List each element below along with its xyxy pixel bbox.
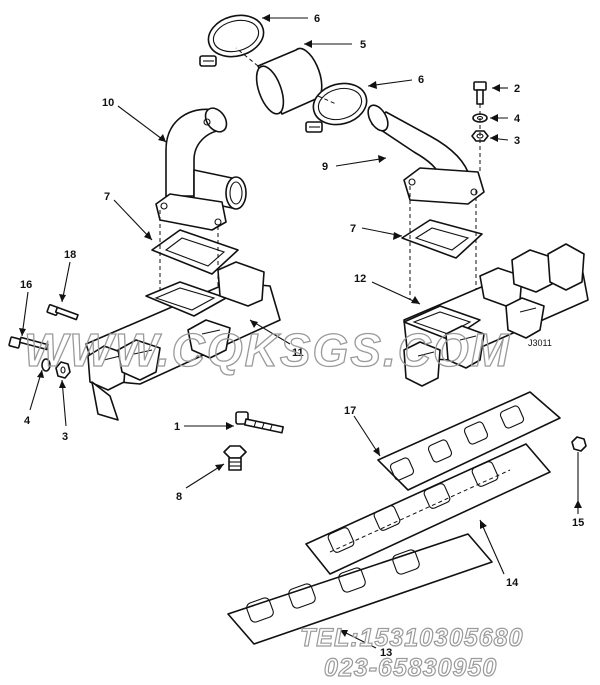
callout-3b: 3 xyxy=(62,431,68,443)
exhaust-manifold-right xyxy=(403,243,589,387)
callout-16: 16 xyxy=(20,279,32,291)
callout-4a: 4 xyxy=(514,113,521,125)
callout-13: 13 xyxy=(380,647,392,659)
bolt-15 xyxy=(571,436,587,500)
callout-10: 10 xyxy=(102,97,114,109)
arrowheads xyxy=(19,14,582,637)
bolt-1 xyxy=(235,411,284,434)
callout-17: 17 xyxy=(344,405,356,417)
callout-14: 14 xyxy=(506,577,519,589)
gasket-plate-13 xyxy=(227,533,493,645)
gasket-left xyxy=(151,229,239,275)
callout-18: 18 xyxy=(64,249,76,261)
callout-8: 8 xyxy=(176,491,182,503)
callout-11: 11 xyxy=(292,347,304,359)
callout-7b: 7 xyxy=(350,223,356,235)
bolt-18 xyxy=(46,304,79,321)
callout-5: 5 xyxy=(360,39,366,51)
nut-left xyxy=(55,361,71,379)
contact-phone: 023-65830950 xyxy=(324,654,497,682)
gasket-plate-17 xyxy=(377,391,561,491)
exhaust-manifold-left xyxy=(85,261,281,421)
washer-left xyxy=(41,358,51,372)
callout-9: 9 xyxy=(322,161,328,173)
watermark-text: WWW.CQKSGS.COM xyxy=(24,324,511,376)
drawing-code: J3011 xyxy=(528,338,552,348)
callout-1: 1 xyxy=(174,421,180,433)
bolt-16 xyxy=(8,336,49,351)
gasket-plate-14 xyxy=(305,443,551,575)
callout-6a: 6 xyxy=(314,13,320,25)
callout-3a: 3 xyxy=(514,135,520,147)
clamp-right xyxy=(305,82,368,133)
callout-4b: 4 xyxy=(24,415,31,427)
callout-6b: 6 xyxy=(418,74,424,86)
callout-12: 12 xyxy=(354,273,366,285)
gasket-right xyxy=(401,219,483,259)
callout-2: 2 xyxy=(514,83,520,95)
plug-8 xyxy=(223,445,247,471)
contact-tel: TEL:15310305680 xyxy=(300,624,523,652)
bolt-small-top xyxy=(473,81,487,105)
callout-15: 15 xyxy=(572,517,584,529)
callout-7a: 7 xyxy=(104,191,110,203)
clamp-left xyxy=(199,14,265,67)
exhaust-elbow xyxy=(155,107,247,231)
sleeve-tube xyxy=(255,47,323,115)
exhaust-pipe-bend xyxy=(367,104,485,205)
